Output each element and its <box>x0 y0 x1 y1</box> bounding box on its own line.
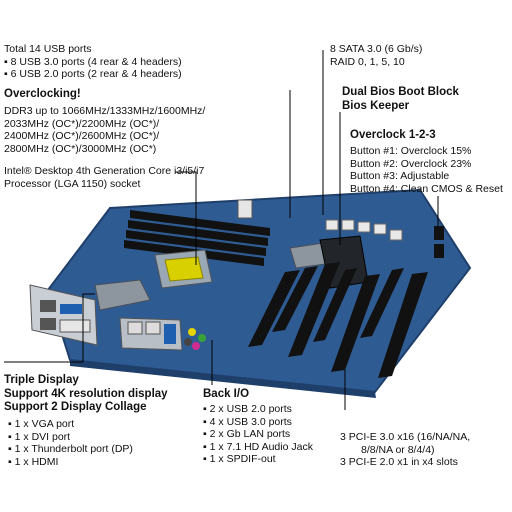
display-items: ▪ 1 x VGA port ▪ 1 x DVI port ▪ 1 x Thun… <box>8 418 133 468</box>
pcie-info: 3 PCI-E 3.0 x16 (16/NA/NA, 8/8/NA or 8/4… <box>340 431 470 469</box>
backio-item-5-text: 1 x SPDIF-out <box>209 453 276 465</box>
ddr3-line-1: DDR3 up to 1066MHz/1333MHz/1600MHz/ <box>4 105 206 117</box>
power-connector <box>237 199 253 219</box>
backio-item-4: ▪ 1 x 7.1 HD Audio Jack <box>203 440 313 453</box>
display-item-1-text: 1 x VGA port <box>14 418 75 430</box>
ddr3-line-4: 2800MHz (OC*)/3000MHz (OC*) <box>4 142 157 155</box>
display-item-4-text: 1 x HDMI <box>14 455 59 468</box>
button-2-line: Button #2: Overclock 23% <box>350 157 472 170</box>
sata-info: 8 SATA 3.0 (6 Gb/s) RAID 0, 1, 5, 10 <box>330 43 422 68</box>
overclock-buttons-info: Button #1: Overclock 15% Button #2: Over… <box>350 145 503 195</box>
display-item-4: ▪ 1 x HDMI <box>8 455 59 468</box>
bios-line-1: Dual Bios Boot Block <box>342 86 459 98</box>
overclock-buttons <box>434 226 444 258</box>
backio-item-5: ▪ 1 x SPDIF-out <box>203 453 276 465</box>
leader-lines <box>4 50 439 410</box>
button-1-line: Button #1: Overclock 15% <box>350 145 472 157</box>
backio-items: ▪ 2 x USB 2.0 ports ▪ 4 x USB 3.0 ports … <box>203 403 313 466</box>
usb-item-1: ▪ 8 USB 3.0 ports (4 rear & 4 headers) <box>4 55 182 68</box>
sata-connectors <box>325 219 403 241</box>
bios-line-2: Bios Keeper <box>342 99 410 112</box>
sata-line-1: 8 SATA 3.0 (6 Gb/s) <box>330 43 423 55</box>
backio-item-4-text: 1 x 7.1 HD Audio Jack <box>209 440 313 453</box>
overclocking-info: DDR3 up to 1066MHz/1333MHz/1600MHz/ 2033… <box>4 105 205 155</box>
usb-item-2: ▪ 6 USB 2.0 ports (2 rear & 4 headers) <box>4 68 182 80</box>
pcie-line-1: 3 PCI-E 3.0 x16 (16/NA/NA, <box>340 431 471 443</box>
sata-line-2: RAID 0, 1, 5, 10 <box>330 55 405 68</box>
button-3-line: Button #3: Adjustable <box>350 170 450 182</box>
backio-item-2-text: 4 x USB 3.0 ports <box>209 415 292 428</box>
display-item-3-text: 1 x Thunderbolt port (DP) <box>14 443 133 455</box>
backio-item-1: ▪ 2 x USB 2.0 ports <box>203 403 292 415</box>
bios-info: Dual Bios Boot Block Bios Keeper <box>342 86 459 113</box>
pcie-line-3: 3 PCI-E 2.0 x1 in x4 slots <box>340 456 458 468</box>
display-item-3: ▪ 1 x Thunderbolt port (DP) <box>8 443 133 455</box>
ddr3-line-2: 2033MHz (OC*)/2200MHz (OC*)/ <box>4 117 160 130</box>
pcie-slots <box>248 262 428 378</box>
ddr3-line-3: 2400MHz (OC*)/2600MHz (OC*)/ <box>4 130 160 142</box>
back-io-panel <box>29 284 206 351</box>
processor-info: Intel® Desktop 4th Generation Core i3/i5… <box>4 165 204 190</box>
backio-item-3-text: 2 x Gb LAN ports <box>209 428 291 440</box>
overclocking-title: Overclocking! <box>4 88 81 100</box>
pcb-board-edge <box>70 360 376 398</box>
usb-item-2-text: 6 USB 2.0 ports (2 rear & 4 headers) <box>10 68 182 80</box>
display-item-1: ▪ 1 x VGA port <box>8 418 75 430</box>
cpu-socket <box>154 249 213 289</box>
processor-line-1: Intel® Desktop 4th Generation Core i3/i5… <box>4 165 205 177</box>
button-4-line: Button #4: Clean CMOS & Reset <box>350 182 503 195</box>
backio-title: Back I/O <box>203 388 250 400</box>
display-item-2: ▪ 1 x DVI port <box>8 430 71 443</box>
backio-item-1-text: 2 x USB 2.0 ports <box>209 403 292 415</box>
display-title-3: Support 2 Display Collage <box>4 401 147 413</box>
display-titles: Triple Display Support 4K resolution dis… <box>4 374 168 415</box>
usb-info: Total 14 USB ports ▪ 8 USB 3.0 ports (4 … <box>4 43 182 81</box>
display-title-1: Triple Display <box>4 374 79 386</box>
pcie-line-2: 8/8/NA or 8/4/4) <box>361 443 435 456</box>
display-item-2-text: 1 x DVI port <box>14 430 71 443</box>
usb-item-1-text: 8 USB 3.0 ports (4 rear & 4 headers) <box>10 55 182 68</box>
processor-line-2: Processor (LGA 1150) socket <box>4 177 141 190</box>
backio-item-3: ▪ 2 x Gb LAN ports <box>203 428 291 440</box>
display-title-2: Support 4K resolution display <box>4 387 168 400</box>
backio-item-2: ▪ 4 x USB 3.0 ports <box>203 415 292 428</box>
usb-title: Total 14 USB ports <box>4 43 92 55</box>
overclock-buttons-title: Overclock 1-2-3 <box>350 129 436 141</box>
